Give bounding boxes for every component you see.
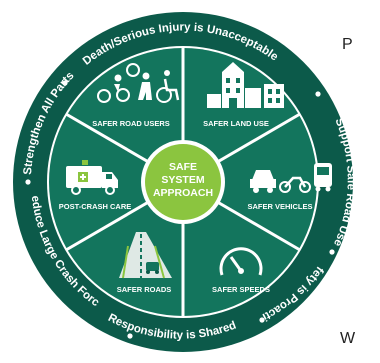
center-circle [145, 144, 221, 220]
segment-label-land-use: SAFER LAND USE [203, 119, 269, 128]
segment-label-road-users: SAFER ROAD USERS [92, 119, 170, 128]
segment-roads [66, 182, 183, 316]
ambulance-icon [66, 160, 118, 195]
ring-dot [329, 249, 335, 255]
ring-dot [25, 179, 31, 185]
speedometer-icon [219, 247, 263, 276]
ring-dot [62, 80, 68, 86]
ring-dots [25, 80, 335, 339]
ring-dot [315, 91, 321, 97]
center-line-1: SAFE [169, 161, 197, 173]
center-line-3: APPROACH [153, 187, 213, 199]
segment-label-speeds: SAFER SPEEDS [212, 285, 270, 294]
edge-text-bottom: W [340, 330, 356, 347]
ring-dot [127, 333, 133, 339]
pedestrian-cyclist-icon [97, 63, 180, 103]
segment-label-vehicles: SAFER VEHICLES [247, 202, 312, 211]
segment-road-users [66, 48, 183, 182]
road-icon [119, 232, 172, 279]
center-line-2: SYSTEM [161, 174, 204, 186]
segment-label-post-crash: POST-CRASH CARE [59, 202, 132, 211]
segment-label-roads: SAFER ROADS [117, 285, 172, 294]
vehicles-icon [250, 163, 332, 193]
safe-system-diagram: SAFE SYSTEM APPROACH Death/Serious Injur… [13, 12, 353, 352]
ring-dot [259, 317, 265, 323]
buildings-icon [207, 62, 284, 108]
segment-land-use [183, 48, 300, 182]
edge-text-top: P [342, 36, 353, 53]
